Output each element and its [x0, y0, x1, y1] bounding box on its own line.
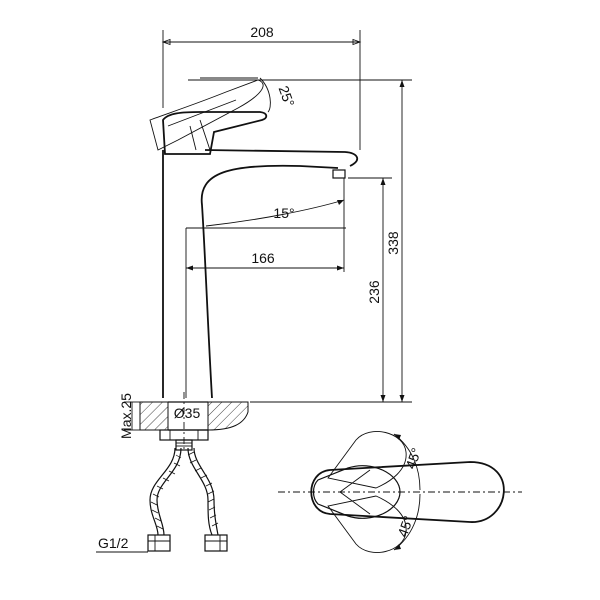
dim-spout-reach-label: 166	[251, 250, 275, 266]
hose-right	[187, 447, 213, 536]
dim-rotation-top-label: 45°	[402, 446, 424, 471]
top-view-body	[310, 461, 505, 523]
threaded-stud	[175, 439, 193, 451]
dim-max-thickness: Max.25	[118, 393, 140, 439]
handle-closed	[162, 111, 268, 155]
top-view-handle-rot-up	[327, 431, 407, 489]
dim-rotation-bottom-label: 45°	[394, 514, 416, 539]
dim-max-thickness-label: Max.25	[118, 393, 134, 439]
top-view-handle	[312, 465, 401, 519]
dim-total-height: 338	[188, 79, 412, 403]
top-view-handle-rot-down	[327, 495, 407, 553]
faucet-side-view	[149, 79, 359, 399]
dim-thread-label: G1/2	[98, 535, 129, 551]
faucet-top-view: 45° 45°	[278, 431, 522, 553]
hose-left	[149, 447, 176, 536]
dim-handle-angle-label: 25°	[276, 84, 298, 109]
dim-total-width-label: 208	[250, 24, 274, 40]
body-right-edge	[200, 164, 339, 399]
handle-inner	[189, 119, 211, 151]
dim-spout-reach: 166	[186, 178, 345, 272]
dim-spout-height-label: 236	[366, 280, 382, 304]
dim-spout-height: 236	[348, 177, 392, 402]
dim-total-width: 208	[161, 24, 362, 150]
dim-spout-angle: 15°	[185, 199, 346, 398]
dim-handle-angle: 25°	[200, 77, 298, 113]
spout-top	[204, 149, 359, 167]
hose-fitting-right	[204, 534, 228, 552]
dim-spout-angle-label: 15°	[273, 205, 294, 221]
countertop-left	[139, 401, 169, 431]
mounting-assembly: G1/2	[96, 392, 228, 553]
countertop-right	[207, 401, 249, 431]
dim-hole-diameter-label: Ø35	[174, 405, 201, 421]
handle-open-inner	[167, 99, 237, 127]
hose-fitting-left	[147, 534, 171, 552]
dim-total-height-label: 338	[385, 231, 401, 255]
countertop-section: Ø35	[139, 401, 249, 431]
aerator	[332, 169, 346, 179]
